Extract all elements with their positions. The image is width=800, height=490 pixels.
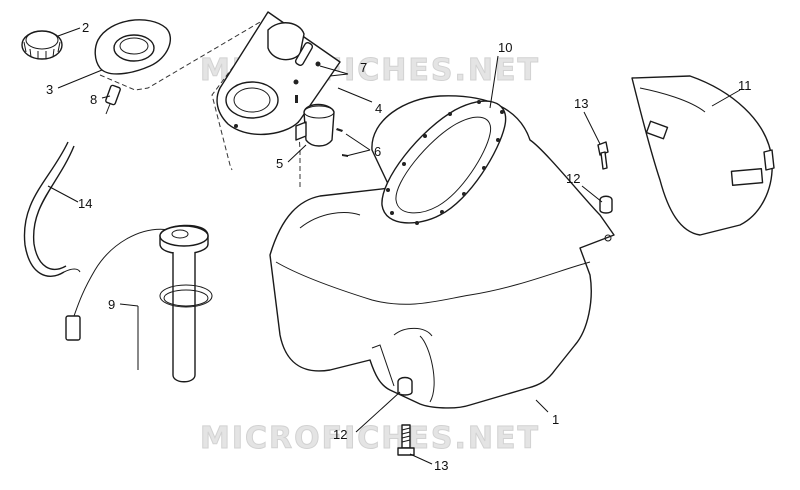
callout-5: 5 [276,156,283,171]
callout-12-upper: 12 [566,171,580,186]
callout-labels: 2 3 8 14 9 7 4 5 6 10 11 13 12 1 12 13 [46,20,752,473]
pump-bracket-part [295,103,335,147]
fuel-level-sender-part [65,224,213,383]
breather-fitting-part [105,84,121,115]
side-panel-part [631,75,775,236]
fuel-tank-part [269,95,615,409]
breather-hose-part [23,141,81,277]
watermark-bottom: MICROFICHES.NET [200,421,540,456]
callout-13-lower: 13 [434,458,448,473]
filler-cap-part [21,30,63,60]
callout-14: 14 [78,196,92,211]
callout-3: 3 [46,82,53,97]
tank-gasket-part [381,100,507,225]
callout-9: 9 [108,297,115,312]
callout-6: 6 [374,144,381,159]
callout-10: 10 [498,40,512,55]
filler-neck-cover-part [94,19,171,75]
small-screws-part [295,95,348,157]
mount-upper-part [597,141,613,214]
callout-8: 8 [90,92,97,107]
callout-11: 11 [738,78,752,93]
mount-lower-part [397,376,415,456]
callout-12-lower: 12 [333,427,347,442]
callout-2: 2 [82,20,89,35]
leader-lines [47,27,741,465]
callout-7: 7 [360,60,367,75]
callout-1: 1 [552,412,559,427]
callout-4: 4 [375,101,382,116]
callout-13-upper: 13 [574,96,588,111]
pump-flange-plate-part [216,11,341,136]
